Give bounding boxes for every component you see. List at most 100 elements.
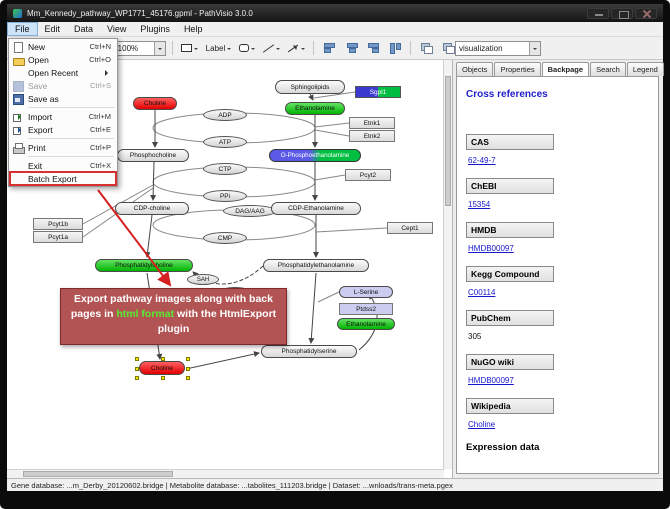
canvas-vertical-scrollbar[interactable] bbox=[443, 60, 452, 469]
pathway-node-phosphatidylcholine[interactable]: Phosphatidylcholine bbox=[95, 259, 193, 272]
canvas-horizontal-scrollbar[interactable] bbox=[7, 469, 444, 478]
close-button[interactable] bbox=[635, 7, 657, 19]
backpage-section-title: CAS bbox=[466, 134, 554, 150]
crossref-link[interactable]: C00114 bbox=[468, 288, 496, 297]
align-center-button[interactable] bbox=[342, 40, 360, 57]
crossref-link[interactable]: HMDB00097 bbox=[468, 376, 514, 385]
crossref-link[interactable]: Choline bbox=[468, 420, 496, 429]
label-tool-text: Label bbox=[205, 43, 226, 53]
maximize-button[interactable] bbox=[611, 7, 633, 19]
file-menu-item-open-recent[interactable]: Open Recent bbox=[10, 66, 116, 79]
pathway-node-adp[interactable]: ADP bbox=[203, 109, 247, 121]
pathway-node-cdp-choline[interactable]: CDP-choline bbox=[115, 202, 189, 215]
selection-handle[interactable] bbox=[186, 367, 190, 371]
align-top-icon bbox=[389, 43, 401, 54]
pathway-node-ctp[interactable]: CTP bbox=[203, 163, 247, 175]
selection-handle[interactable] bbox=[135, 357, 139, 361]
toolbar-separator bbox=[171, 41, 173, 55]
line-tool-button[interactable] bbox=[261, 40, 282, 57]
datanode-tool-button[interactable] bbox=[179, 40, 200, 57]
app-icon bbox=[13, 8, 22, 18]
chevron-down-icon bbox=[276, 47, 281, 52]
pathway-node-sphingolipids[interactable]: Sphingolipids bbox=[275, 80, 345, 94]
selection-handle[interactable] bbox=[161, 357, 165, 361]
backpage-section-cas: CAS 62-49-7 bbox=[466, 134, 649, 165]
menu-data[interactable]: Data bbox=[74, 24, 94, 34]
selection-handle[interactable] bbox=[186, 357, 190, 361]
pathway-node-pcyt2[interactable]: Pcyt2 bbox=[345, 169, 391, 181]
file-menu-item-save-as[interactable]: Save as bbox=[10, 92, 116, 105]
visualization-select[interactable]: visualization bbox=[455, 40, 541, 56]
zoom-select[interactable]: 100% bbox=[113, 40, 166, 56]
pathway-node-phosphatidylserine[interactable]: Phosphatidylserine bbox=[261, 345, 357, 358]
tab-legend[interactable]: Legend bbox=[626, 62, 664, 76]
label-tool-button[interactable]: Label bbox=[204, 40, 234, 57]
tab-backpage[interactable]: Backpage bbox=[541, 62, 590, 76]
tab-objects[interactable]: Objects bbox=[456, 62, 494, 76]
pathway-node-dag-aag[interactable]: DAG/AAG bbox=[223, 205, 277, 217]
pathway-node-etnk2[interactable]: Etnk2 bbox=[349, 130, 395, 142]
align-right-button[interactable] bbox=[364, 40, 382, 57]
crossref-link[interactable]: 15354 bbox=[468, 200, 491, 209]
crossref-link[interactable]: 62-49-7 bbox=[468, 156, 496, 165]
pathway-node-cmp[interactable]: CMP bbox=[203, 232, 247, 244]
scrollbar-thumb[interactable] bbox=[23, 471, 173, 477]
chevron-down-icon bbox=[251, 47, 256, 52]
menu-plugins[interactable]: Plugins bbox=[140, 24, 170, 34]
pathway-node-pcyt1a[interactable]: Pcyt1a bbox=[33, 231, 83, 243]
pathway-node-choline[interactable]: Choline bbox=[135, 357, 190, 380]
tab-properties[interactable]: Properties bbox=[494, 62, 541, 76]
menu-edit[interactable]: Edit bbox=[44, 24, 61, 34]
menu-view[interactable]: View bbox=[107, 24, 127, 34]
pathway-node-cept1[interactable]: Cept1 bbox=[387, 222, 433, 234]
pathway-node-ethanolamine[interactable]: Ethanolamine bbox=[337, 318, 395, 330]
pathway-node-pcyt1b[interactable]: Pcyt1b bbox=[33, 218, 83, 230]
pathway-node-phosphatidylethanolamine[interactable]: Phosphatidylethanolamine bbox=[263, 259, 369, 272]
menu-help[interactable]: Help bbox=[183, 24, 203, 34]
minimize-button[interactable] bbox=[587, 7, 609, 19]
align-top-button[interactable] bbox=[386, 40, 404, 57]
pathway-node-etnk1[interactable]: Etnk1 bbox=[349, 117, 395, 129]
shape-tool-button[interactable] bbox=[237, 40, 257, 57]
menu-separator bbox=[28, 138, 114, 139]
crossref-link[interactable]: HMDB00097 bbox=[468, 244, 514, 253]
send-to-back-button[interactable] bbox=[439, 40, 457, 57]
scrollbar-thumb[interactable] bbox=[445, 76, 451, 206]
file-menu-item-batch-export[interactable]: Batch Export bbox=[9, 171, 117, 186]
pathway-node-sgpl1[interactable]: Sgpl1 bbox=[355, 86, 401, 98]
align-left-button[interactable] bbox=[320, 40, 338, 57]
selection-handle[interactable] bbox=[161, 376, 165, 380]
pathway-node-sah[interactable]: SAH bbox=[187, 274, 219, 285]
pathway-node-ptdss2[interactable]: Ptdss2 bbox=[339, 303, 393, 315]
visualization-value: visualization bbox=[459, 43, 503, 53]
menu-item-label: Batch Export bbox=[28, 173, 77, 184]
selection-handle[interactable] bbox=[135, 376, 139, 380]
menu-file[interactable]: File bbox=[7, 22, 38, 36]
toolbar-separator bbox=[313, 41, 315, 55]
tab-search[interactable]: Search bbox=[590, 62, 626, 76]
pathway-node-ethanolamine[interactable]: Ethanolamine bbox=[285, 102, 345, 115]
pathway-node-ppi[interactable]: PPi bbox=[203, 190, 247, 202]
arrow-tool-button[interactable] bbox=[286, 40, 307, 57]
shape-icon bbox=[239, 44, 250, 52]
expression-data-heading: Expression data bbox=[466, 442, 540, 453]
pathway-node-cdp-ethanolamine[interactable]: CDP-Ethanolamine bbox=[271, 202, 361, 215]
pathway-node-atp[interactable]: ATP bbox=[203, 136, 247, 148]
selection-handle[interactable] bbox=[186, 376, 190, 380]
bring-to-front-button[interactable] bbox=[417, 40, 435, 57]
pathway-node-l-serine[interactable]: L-Serine bbox=[339, 286, 393, 298]
pathway-node-phosphocholine[interactable]: Phosphocholine bbox=[117, 149, 189, 162]
zoom-value: 100% bbox=[117, 43, 139, 53]
pathway-node-o-phosphoethanolamine[interactable]: O-Phosphoethanolamine bbox=[269, 149, 361, 162]
selection-handle[interactable] bbox=[135, 367, 139, 371]
pathway-node-choline[interactable]: Choline bbox=[133, 97, 177, 110]
